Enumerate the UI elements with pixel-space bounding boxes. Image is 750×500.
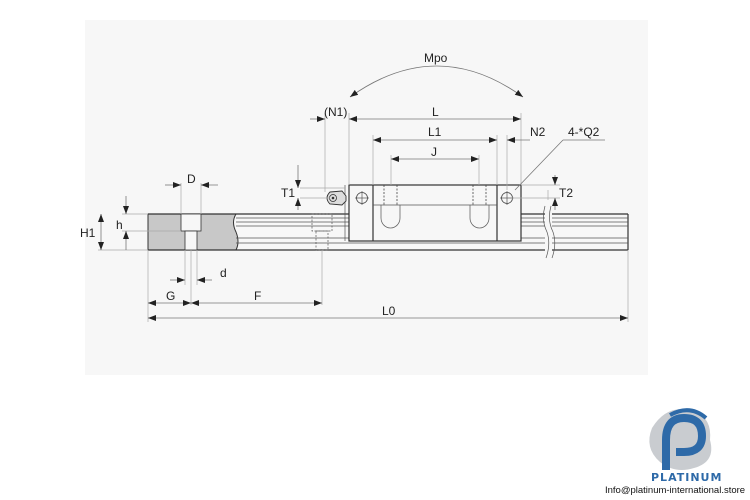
label-l: L	[432, 105, 439, 119]
logo-brand: PLATINUM	[651, 471, 722, 484]
label-n1: (N1)	[324, 105, 347, 119]
label-l0: L0	[382, 304, 396, 318]
label-h1: H1	[80, 226, 96, 240]
label-t2: T2	[559, 186, 573, 200]
label-hole-diameter: d	[220, 266, 227, 280]
label-counterbore-diameter: D	[187, 172, 196, 186]
label-j: J	[431, 145, 437, 159]
label-l1: L1	[428, 125, 442, 139]
label-n2: N2	[530, 125, 546, 139]
label-f: F	[254, 289, 261, 303]
label-t1: T1	[281, 186, 295, 200]
label-mpo: Mpo	[424, 51, 448, 65]
grease-nipple	[326, 190, 347, 206]
extension-lines	[98, 113, 629, 322]
slider-block	[344, 184, 522, 242]
platinum-logo: PLATINUM Info@platinum-international.sto…	[605, 408, 745, 496]
dimension-lines	[98, 65, 628, 321]
label-g: G	[166, 289, 175, 303]
mounting-hole-left	[355, 191, 369, 205]
label-h: h	[116, 218, 123, 232]
label-q2: 4-*Q2	[568, 125, 600, 139]
logo-email: Info@platinum-international.store	[605, 485, 745, 496]
